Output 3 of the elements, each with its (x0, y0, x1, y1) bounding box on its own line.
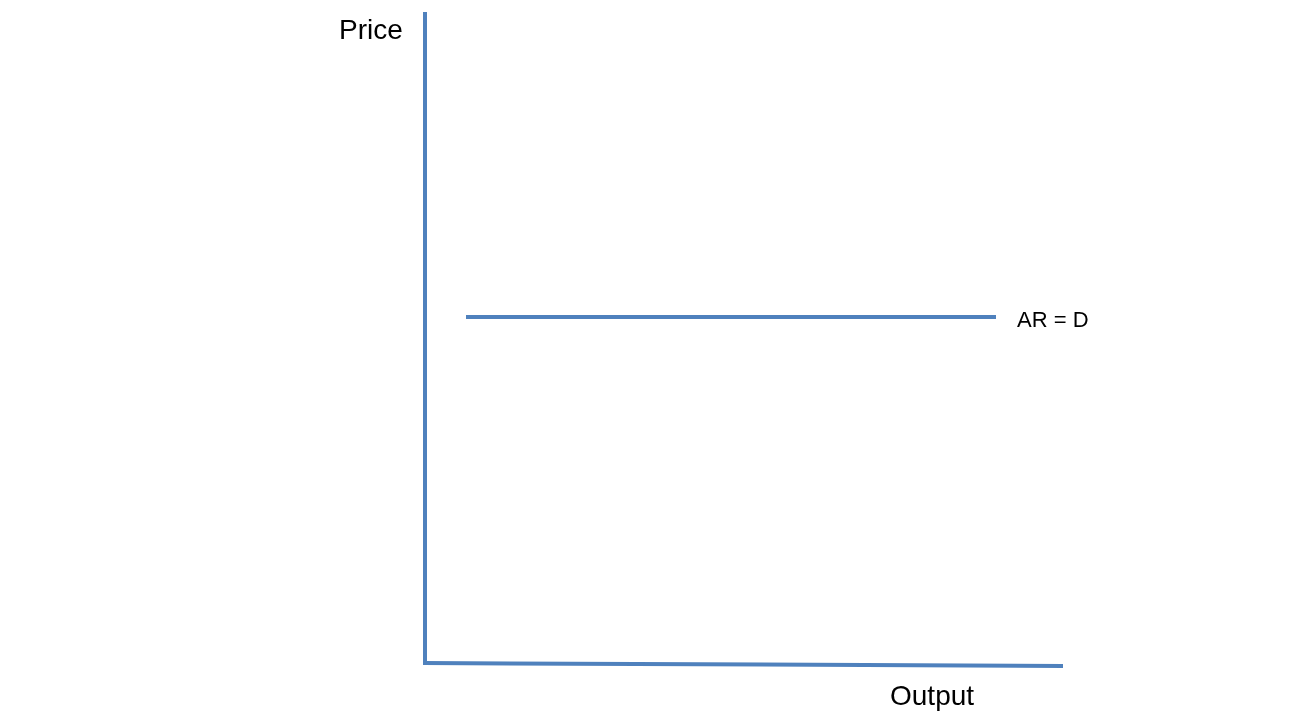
axis-label: Price (339, 16, 403, 44)
axis-label: Output (890, 682, 975, 710)
curve-label: AR = D (1017, 309, 1089, 331)
